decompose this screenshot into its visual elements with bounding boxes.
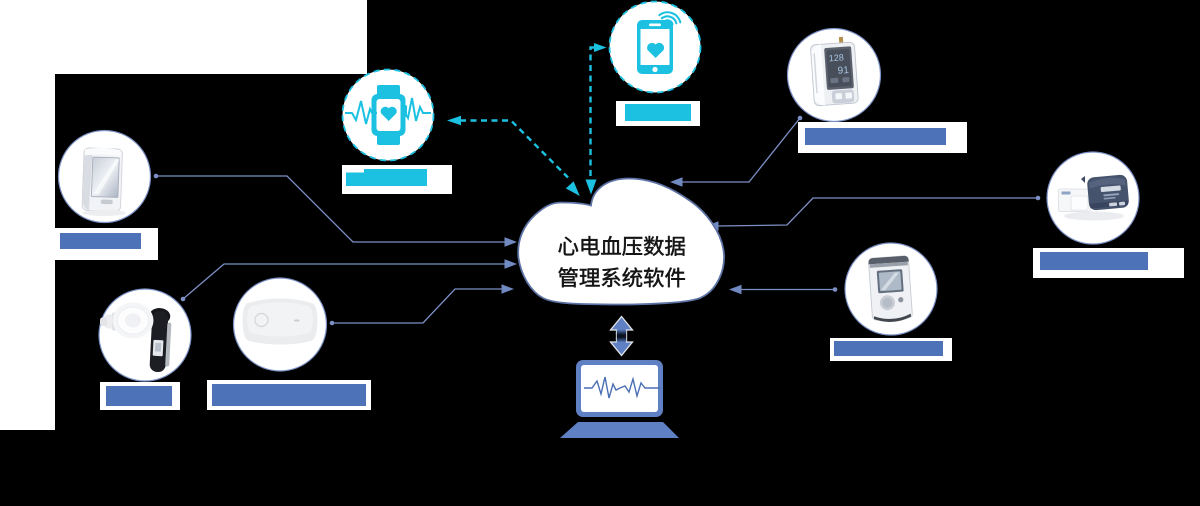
svg-text:91: 91 (837, 65, 849, 77)
svg-text:128: 128 (828, 52, 844, 63)
